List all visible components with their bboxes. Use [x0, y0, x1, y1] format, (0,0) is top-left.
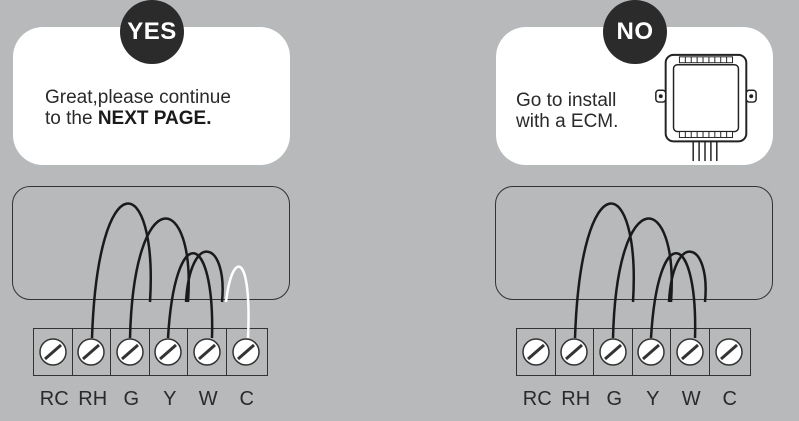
terminal-c	[227, 329, 266, 375]
yes-panel: Great,please continue to the NEXT PAGE. …	[12, 0, 290, 411]
wire-w	[667, 250, 707, 303]
wire-c-white	[224, 265, 250, 339]
screw-terminal-icon	[715, 338, 743, 366]
yes-message: Great,please continue to the NEXT PAGE.	[45, 87, 231, 129]
terminal-label-c: C	[722, 388, 737, 410]
no-badge: NO	[603, 0, 667, 64]
no-message-line1: Go to install	[516, 90, 617, 111]
screw-terminal-icon	[560, 338, 588, 366]
no-terminal-labels: RC RH G Y W C	[518, 388, 749, 411]
terminal-label-rh: RH	[78, 388, 108, 410]
terminal-label-w: W	[198, 388, 218, 410]
no-terminal-block	[516, 328, 751, 376]
terminal-rc	[517, 329, 556, 375]
screw-terminal-icon	[154, 338, 182, 366]
terminal-label-rc: RC	[522, 388, 552, 410]
yes-message-line1: Great,please continue	[45, 87, 231, 108]
terminal-y	[150, 329, 188, 375]
screw-terminal-icon	[77, 338, 105, 366]
no-panel: Go to install with a ECM.	[483, 0, 799, 421]
terminal-c	[710, 329, 749, 375]
wire-rh	[573, 202, 635, 339]
terminal-rc	[34, 329, 73, 375]
no-message: Go to install with a ECM.	[516, 90, 618, 132]
screw-terminal-icon	[232, 338, 260, 366]
wire-y	[649, 252, 697, 339]
terminal-rh	[556, 329, 594, 375]
wire-w	[184, 250, 224, 303]
terminal-label-y: Y	[646, 388, 660, 410]
screw-terminal-icon	[637, 338, 665, 366]
terminal-label-rh: RH	[561, 388, 591, 410]
terminal-rh	[73, 329, 111, 375]
yes-message-line2-bold: NEXT PAGE.	[97, 108, 212, 129]
wire-y	[166, 252, 214, 339]
terminal-g	[594, 329, 633, 375]
no-message-line2: with a ECM.	[516, 111, 619, 132]
wire-g	[128, 217, 190, 339]
ecm-module-icon	[655, 53, 757, 162]
terminal-label-c: C	[239, 388, 254, 410]
screw-terminal-icon	[522, 338, 550, 366]
terminal-w	[671, 329, 710, 375]
no-wires	[573, 202, 707, 339]
screw-terminal-icon	[193, 338, 221, 366]
screw-terminal-icon	[116, 338, 144, 366]
screw-terminal-icon	[39, 338, 67, 366]
terminal-g	[111, 329, 150, 375]
yes-terminal-block	[33, 328, 268, 376]
yes-message-line2-prefix: to the	[45, 108, 98, 129]
wire-g	[611, 217, 673, 339]
screw-terminal-icon	[676, 338, 704, 366]
yes-terminal-labels: RC RH G Y W C	[35, 388, 266, 411]
screw-terminal-icon	[599, 338, 627, 366]
terminal-y	[633, 329, 671, 375]
terminal-label-g: G	[606, 388, 623, 410]
terminal-label-y: Y	[163, 388, 177, 410]
wire-rh	[90, 202, 152, 339]
yes-badge: YES	[120, 0, 184, 64]
yes-wires	[90, 202, 250, 339]
terminal-label-g: G	[123, 388, 140, 410]
terminal-label-w: W	[681, 388, 701, 410]
terminal-w	[188, 329, 227, 375]
terminal-label-rc: RC	[39, 388, 69, 410]
